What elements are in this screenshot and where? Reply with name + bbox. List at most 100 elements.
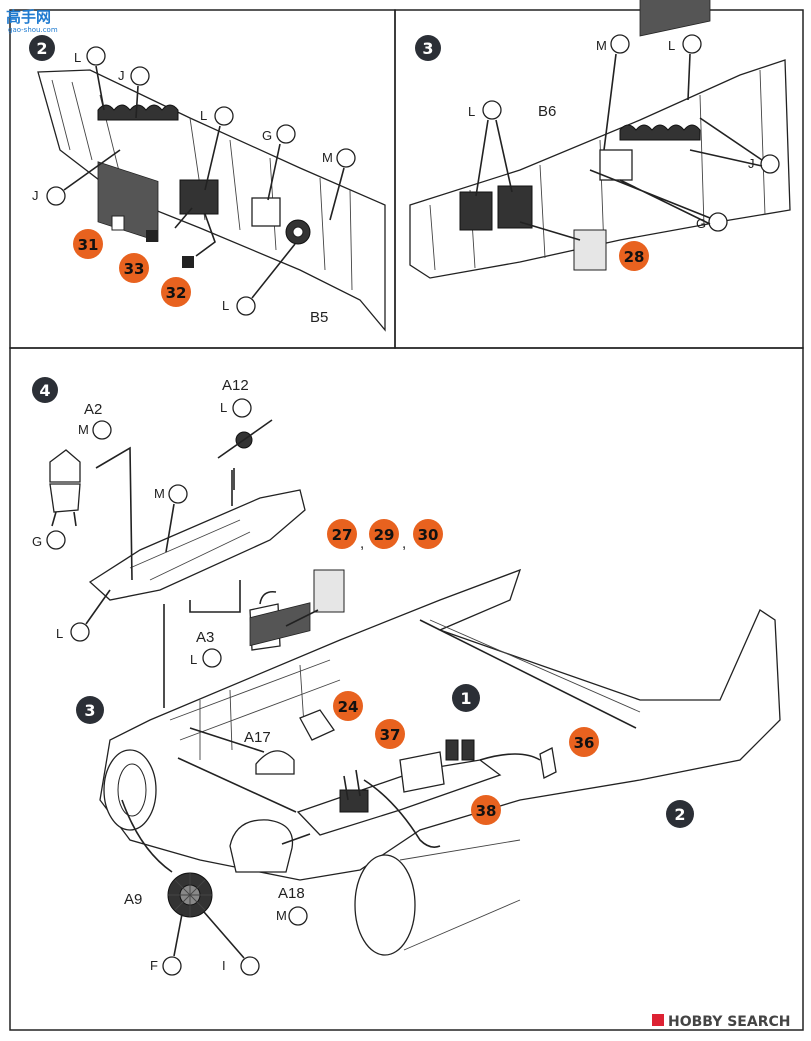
paint-brush-icon: [46, 186, 66, 206]
decal-33-placement: [146, 230, 158, 242]
paint-brush-icon: [162, 956, 182, 976]
watermark-url: gao-shou.com: [8, 26, 58, 34]
paint-code-label: G: [32, 534, 42, 549]
part-a12-gunsight: [217, 419, 273, 490]
paint-callout-l-cockpit: L: [56, 589, 111, 642]
decal-separator: ,: [360, 535, 364, 552]
paint-brush-icon: [708, 212, 728, 232]
footer-brand: HOBBY SEARCH: [652, 1014, 790, 1030]
paint-brush-icon: [202, 648, 222, 668]
svg-text:32: 32: [166, 284, 187, 302]
arrow-headrest: [95, 446, 133, 581]
arrow-a9: [121, 799, 173, 873]
paint-callout-m: M: [322, 148, 356, 221]
step-2-number: 2: [36, 39, 47, 58]
paint-code-label: M: [78, 422, 89, 437]
paint-brush-icon: [276, 124, 296, 144]
arrow-fuselage-join: [419, 619, 637, 729]
decal-33: 33: [119, 253, 149, 283]
decal-24: 24: [333, 691, 363, 721]
decal-27: 27: [327, 519, 357, 549]
decal-37: 37: [375, 719, 405, 749]
svg-text:29: 29: [374, 526, 395, 544]
step-2-badge: [29, 35, 55, 61]
paint-code-label: L: [200, 108, 207, 123]
paint-callout-l-right: L: [200, 106, 234, 191]
paint-callout-j-left: J: [32, 149, 121, 206]
small-part-pilot: [539, 747, 557, 779]
paint-code-label: G: [262, 128, 272, 143]
paint-brush-icon: [482, 100, 502, 120]
paint-callout-g-headrest: G: [32, 530, 66, 550]
decal-32: 32: [161, 277, 191, 307]
footer-brand-text: HOBBY SEARCH: [668, 1014, 790, 1030]
svg-text:2: 2: [674, 805, 685, 824]
paint-code-label: M: [322, 150, 333, 165]
paint-callout-m-a2: M: [78, 420, 112, 440]
paint-callout-m: M: [596, 34, 630, 151]
paint-callout-l-left: L: [468, 100, 513, 197]
decal-36: 36: [569, 727, 599, 757]
part-a18-bulkhead: [229, 819, 294, 873]
panel-step-4: 4: [32, 377, 781, 976]
paint-code-label: L: [222, 298, 229, 313]
paint-code-label: M: [276, 908, 287, 923]
arrow-a17: [189, 727, 265, 753]
paint-brush-icon: [92, 420, 112, 440]
paint-code-label: J: [32, 188, 39, 203]
main-fuselage: [99, 568, 781, 956]
svg-text:36: 36: [574, 734, 595, 752]
paint-brush-icon: [214, 106, 234, 126]
step-3-badge: [415, 35, 441, 61]
paint-callout-g: G: [262, 124, 296, 201]
fuselage-wall-b5: [37, 69, 386, 332]
panel-step-2: 2 B5 L J L: [29, 35, 386, 332]
decal-31-placement: [111, 215, 125, 231]
paint-brush-icon: [682, 34, 702, 54]
decal-27-29-30-sheet: [313, 569, 345, 613]
cockpit-upper-fuselage: [88, 489, 306, 601]
arrow-a18: [281, 833, 311, 845]
part-a9-engine: [167, 872, 213, 918]
panel-step-4-frame: [9, 347, 804, 1031]
decal-28: 28: [619, 241, 649, 271]
decal-separator: ,: [402, 535, 406, 552]
svg-text:1: 1: [460, 689, 471, 708]
paint-brush-icon: [46, 530, 66, 550]
paint-brush-icon: [86, 46, 106, 66]
arrow-a3-seat: [285, 609, 319, 627]
svg-text:31: 31: [78, 236, 99, 254]
arrow-a3-up: [189, 580, 241, 613]
paint-callout-f: F: [150, 913, 183, 976]
svg-text:37: 37: [380, 726, 401, 744]
instrument-panel-decal-24: [299, 709, 335, 741]
paint-callout-l-top: L: [74, 46, 106, 111]
part-a17-panel: [255, 750, 295, 775]
panel-step-3: 3 B6 M L L J: [409, 0, 791, 279]
paint-callout-i: I: [203, 911, 260, 976]
decal-38: 38: [471, 795, 501, 825]
paint-code-label: L: [468, 104, 475, 119]
svg-text:30: 30: [418, 526, 439, 544]
step-4-number: 4: [39, 381, 50, 400]
paint-callout-l-a3: L: [190, 648, 222, 668]
paint-code-label: L: [220, 400, 227, 415]
svg-text:28: 28: [624, 248, 645, 266]
part-a2-label: A2: [84, 401, 102, 418]
decal-30: 30: [413, 519, 443, 549]
paint-code-label: I: [222, 958, 226, 973]
part-b5-label: B5: [310, 309, 328, 326]
paint-brush-icon: [232, 398, 252, 418]
paint-callout-j-top: J: [118, 66, 150, 119]
paint-brush-icon: [610, 34, 630, 54]
paint-callout-m-canopy: M: [154, 484, 188, 553]
headrest-parts: [49, 449, 81, 527]
paint-code-label: L: [668, 38, 675, 53]
part-a18-label: A18: [278, 885, 305, 902]
decal-28-sheet: [573, 229, 607, 271]
decal-32-placement: [182, 256, 194, 268]
decal-31: 31: [73, 229, 103, 259]
paint-callout-j: J: [689, 117, 780, 174]
watermark-logo: 高手网: [6, 8, 51, 26]
